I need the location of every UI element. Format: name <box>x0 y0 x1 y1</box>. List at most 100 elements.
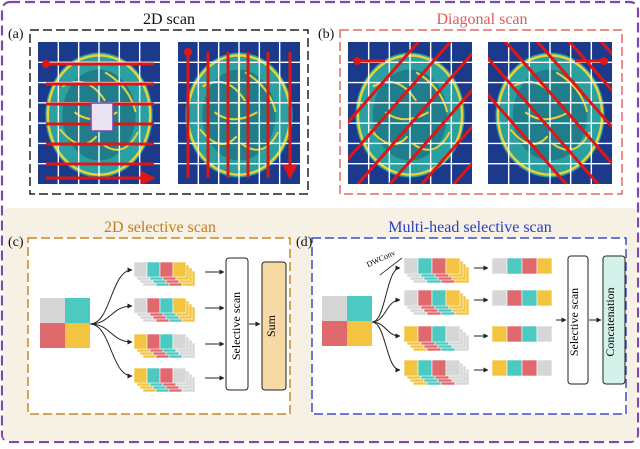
quad-cell-yellow <box>347 321 372 346</box>
token-cell <box>506 325 523 343</box>
token-cell <box>491 289 508 307</box>
panel-d-split-arrow <box>371 321 401 373</box>
token-cell <box>172 261 187 278</box>
panel-c-sum-box <box>261 261 287 391</box>
brain-sulcus <box>213 111 258 121</box>
panel-d-selective-scan-label: Selective scan <box>567 288 581 356</box>
panel-a-brain-left <box>38 42 160 184</box>
token-cell <box>159 261 174 278</box>
token-cell <box>445 289 461 307</box>
token-cell <box>403 289 419 307</box>
panel-d-token-sequence <box>403 289 470 316</box>
panel-d-title: Multi-head selective scan <box>388 219 552 236</box>
token-cell <box>491 325 508 343</box>
token-cell <box>146 297 161 314</box>
token-cell <box>445 359 461 377</box>
highlighted-patch <box>90 102 114 132</box>
panel-d-split-arrow <box>371 265 401 323</box>
token-cell <box>403 359 419 377</box>
panel-c-split-arrow <box>89 323 133 379</box>
token-cell <box>506 359 523 377</box>
panel-c-split-arrow <box>89 267 133 325</box>
panel-d-dwconv-pointer <box>379 257 403 276</box>
panel-a-brain-right <box>178 42 300 184</box>
token-cell <box>133 297 148 314</box>
panel-d-token-sequence <box>403 359 470 386</box>
panel-d-concatenation-box <box>602 255 626 385</box>
brain-sulcus <box>104 71 137 113</box>
panel-b-title: Diagonal scan <box>436 11 527 28</box>
token-cell <box>159 367 174 384</box>
token-cell <box>146 367 161 384</box>
token-cell <box>431 325 447 343</box>
panel-d-input-quad <box>322 296 372 346</box>
panel-c-split-arrow <box>89 303 133 325</box>
panel-d-diagram <box>322 255 626 386</box>
token-cell <box>506 289 523 307</box>
panel-c-diagram <box>40 257 287 393</box>
brain-sulcus <box>240 131 279 151</box>
token-cell <box>133 261 148 278</box>
token-cell <box>133 333 148 350</box>
panel-c-selective-scan-label: Selective scan <box>229 292 243 360</box>
panel-b-brain-left <box>348 42 472 184</box>
token-cell <box>445 325 461 343</box>
token-cell <box>536 359 553 377</box>
token-cell <box>431 359 447 377</box>
token-cell <box>172 333 187 350</box>
panel-c-tag: (c) <box>8 235 24 250</box>
token-cell <box>521 289 538 307</box>
diagonal-scan-line <box>388 88 472 184</box>
token-cell <box>536 325 553 343</box>
panel-d-head-sequence <box>491 325 553 343</box>
panel-b-brain-right <box>488 42 612 184</box>
diagonal-scan-line <box>535 42 612 130</box>
diagonal-scan-line <box>420 124 472 184</box>
panel-c-input-quad <box>40 298 90 348</box>
panel-c-selective-scan-box <box>225 257 249 391</box>
token-cell <box>417 325 433 343</box>
panel-c-token-sequence <box>133 261 196 287</box>
token-cell <box>403 325 419 343</box>
token-cell <box>491 359 508 377</box>
quad-cell-gray <box>322 296 347 321</box>
panel-d-head-sequence <box>491 289 553 307</box>
diagonal-scan-line <box>348 42 453 162</box>
token-cell <box>172 367 187 384</box>
diagonal-scan-line <box>567 42 612 93</box>
token-cell <box>159 297 174 314</box>
panel-d-split-arrow <box>371 297 401 323</box>
quad-cell-red <box>322 321 347 346</box>
panel-d-token-sequence <box>403 257 470 284</box>
diagonal-scan-line <box>348 42 421 125</box>
quad-cell-yellow <box>65 323 90 348</box>
diagonal-scan-line <box>356 51 472 184</box>
token-cell <box>536 289 553 307</box>
token-cell <box>431 289 447 307</box>
panel-d-selective-scan-box <box>567 255 589 385</box>
quad-cell-teal <box>65 298 90 323</box>
brain-sulcus <box>524 111 570 121</box>
diagonal-scan-line <box>488 92 568 184</box>
token-cell <box>521 359 538 377</box>
panel-a-tag: (a) <box>8 27 24 42</box>
token-cell <box>521 325 538 343</box>
panel-c-token-sequence <box>133 333 196 359</box>
token-cell <box>536 257 553 275</box>
token-cell <box>417 257 433 275</box>
token-cell <box>521 257 538 275</box>
brain-sulcus <box>555 71 589 113</box>
token-cell <box>491 257 508 275</box>
panel-c-sum-label: Sum <box>264 314 278 337</box>
token-cell <box>506 257 523 275</box>
quad-cell-teal <box>347 296 372 321</box>
panel-d-token-sequence <box>403 325 470 352</box>
token-cell <box>146 261 161 278</box>
diagonal-scan-line <box>503 42 612 166</box>
token-cell <box>417 359 433 377</box>
token-cell <box>172 297 187 314</box>
token-cell <box>417 289 433 307</box>
